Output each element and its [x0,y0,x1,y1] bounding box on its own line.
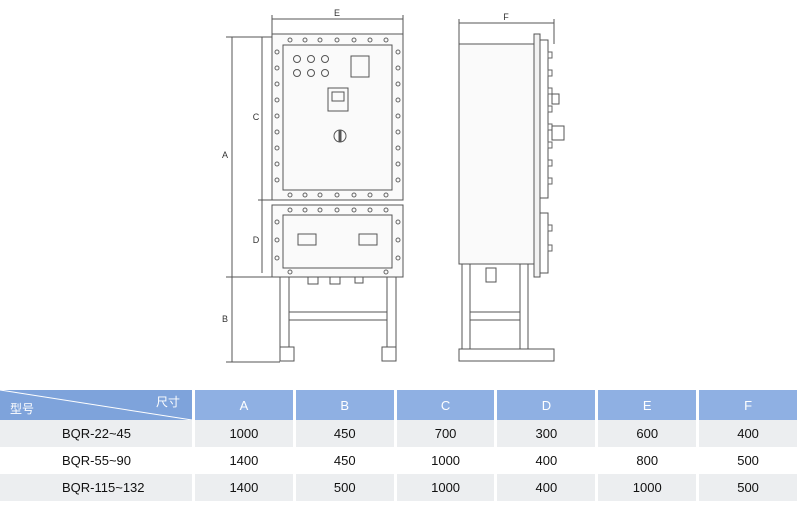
side-view [458,19,565,362]
table-row: BQR-22~45 1000 450 700 300 600 400 [0,420,800,447]
value-cell: 800 [598,447,700,474]
value-cell: 500 [295,474,397,501]
table-row: BQR-115~132 1400 500 1000 400 1000 500 [0,474,800,501]
model-cell: BQR-22~45 [0,420,195,447]
corner-dimension-label: 尺寸 [155,395,180,409]
column-header-d: D [497,390,599,420]
column-header-a: A [195,390,296,420]
value-cell: 400 [497,447,599,474]
value-cell: 600 [598,420,700,447]
dim-label-b: B [222,314,228,324]
dim-label-c: C [253,112,260,122]
column-header-b: B [295,390,397,420]
model-cell: BQR-55~90 [0,447,195,474]
value-cell: 500 [699,474,800,501]
value-cell: 450 [295,420,397,447]
value-cell: 700 [396,420,498,447]
column-header-c: C [396,390,498,420]
value-cell: 400 [699,420,800,447]
value-cell: 1000 [396,474,498,501]
spec-table: 尺寸 型号 A B C D E F BQR-22~45 1000 450 700… [0,390,800,501]
corner-model-label: 型号 [10,402,35,416]
value-cell: 400 [497,474,599,501]
spec-table-header: 尺寸 型号 A B C D E F [0,390,800,420]
enclosure-drawing: E A C D B F [222,8,565,363]
value-cell: 1400 [195,474,296,501]
table-corner-cell: 尺寸 型号 [0,390,195,420]
value-cell: 1000 [598,474,700,501]
value-cell: 450 [295,447,397,474]
corner-diagonal [0,390,192,420]
model-cell: BQR-115~132 [0,474,195,501]
value-cell: 300 [497,420,599,447]
dim-label-a: A [222,150,228,160]
dim-label-f: F [503,12,509,22]
table-row: BQR-55~90 1400 450 1000 400 800 500 [0,447,800,474]
dim-label-e: E [334,8,340,18]
value-cell: 1400 [195,447,296,474]
value-cell: 1000 [396,447,498,474]
front-view [226,15,404,363]
column-header-f: F [699,390,800,420]
column-header-e: E [598,390,700,420]
value-cell: 500 [699,447,800,474]
value-cell: 1000 [195,420,296,447]
dim-label-d: D [253,235,260,245]
